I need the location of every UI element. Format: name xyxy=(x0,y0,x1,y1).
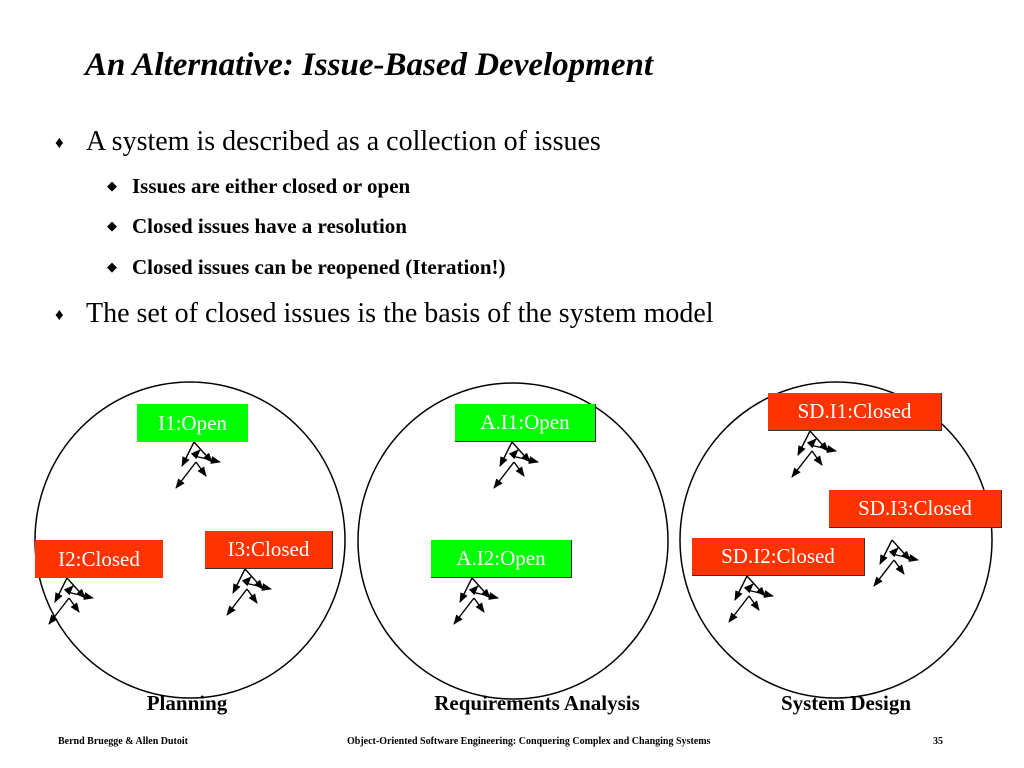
system-design-circle xyxy=(679,381,993,699)
issue-label: SD.I3:Closed xyxy=(858,496,972,520)
bullet-system-model-basis: ♦ The set of closed issues is the basis … xyxy=(55,298,714,330)
issue-box-sd-i3-closed: SD.I3:Closed xyxy=(829,490,1002,528)
diamond-bullet-icon: ◆ xyxy=(107,259,117,274)
arrow xyxy=(879,539,893,565)
arrow xyxy=(746,589,774,598)
issue-label: I2:Closed xyxy=(58,546,140,571)
arrow xyxy=(195,461,207,477)
arrow xyxy=(48,597,70,625)
arrow xyxy=(893,559,905,575)
bullet-text: The set of closed issues is the basis of… xyxy=(86,298,714,329)
arrow xyxy=(891,553,919,562)
arrow xyxy=(68,597,80,613)
caption-planning: Planning xyxy=(146,691,228,715)
diamond-bullet-icon: ♦ xyxy=(55,305,64,324)
footer-authors: Bernd Bruegge & Allen Dutoit xyxy=(58,736,188,747)
sub-bullet-resolution: ◆ Closed issues have a resolution xyxy=(107,214,407,239)
arrow xyxy=(244,568,264,590)
arrow xyxy=(471,577,491,599)
arrow xyxy=(499,441,513,467)
caption-system-design: System Design xyxy=(780,691,912,715)
arrow xyxy=(746,575,766,597)
arrow xyxy=(891,539,911,561)
issue-label: I3:Closed xyxy=(227,537,310,561)
arrow xyxy=(508,449,519,460)
issue-arrows xyxy=(48,430,919,625)
arrow xyxy=(459,577,473,603)
arrow xyxy=(873,559,895,587)
arrow xyxy=(193,455,221,464)
arrow xyxy=(181,441,195,467)
arrow xyxy=(797,430,811,456)
issue-label: A.I2:Open xyxy=(456,546,546,570)
arrow xyxy=(809,430,829,452)
bullet-text: Closed issues can be reopened (Iteration… xyxy=(132,255,506,279)
slide-title: An Alternative: Issue-Based Development xyxy=(85,47,653,83)
arrow xyxy=(888,547,899,558)
arrow xyxy=(493,461,515,489)
arrow xyxy=(66,577,86,599)
requirements-analysis-circle xyxy=(357,382,669,700)
arrow xyxy=(791,450,813,478)
arrow xyxy=(453,597,475,625)
arrow xyxy=(244,582,272,591)
issue-label: SD.I2:Closed xyxy=(721,544,835,568)
bullet-text: A system is described as a collection of… xyxy=(86,126,601,157)
arrow xyxy=(232,568,246,594)
arrow xyxy=(54,577,68,603)
issue-label: SD.I1:Closed xyxy=(797,399,912,423)
arrow xyxy=(468,585,479,596)
arrow xyxy=(473,597,485,613)
caption-requirements-analysis: Requirements Analysis xyxy=(434,691,640,715)
arrow xyxy=(511,441,531,463)
arrow xyxy=(743,583,754,594)
issue-label: A.I1:Open xyxy=(480,410,570,434)
issue-box-sd-i1-closed: SD.I1:Closed xyxy=(768,393,942,431)
arrow xyxy=(246,588,258,604)
footer-book-title: Object-Oriented Software Engineering: Co… xyxy=(347,736,711,747)
bullet-text: Issues are either closed or open xyxy=(132,174,411,198)
issue-box-sd-i2-closed: SD.I2:Closed xyxy=(692,538,865,576)
arrow xyxy=(728,595,750,623)
sub-bullet-reopened: ◆ Closed issues can be reopened (Iterati… xyxy=(107,255,506,280)
arrow xyxy=(734,575,748,601)
sub-bullet-closed-or-open: ◆ Issues are either closed or open xyxy=(107,174,410,199)
issue-box-a-i1-open: A.I1:Open xyxy=(455,404,596,442)
arrow xyxy=(511,455,539,464)
arrow xyxy=(748,595,760,611)
issue-box-i1-open: I1:Open xyxy=(137,404,248,442)
footer-page-number: 35 xyxy=(933,736,943,747)
issue-box-i3-closed: I3:Closed xyxy=(205,531,333,569)
diamond-bullet-icon: ◆ xyxy=(107,178,117,193)
arrow xyxy=(513,461,525,477)
arrow xyxy=(63,585,74,596)
bullet-issues-collection: ♦ A system is described as a collection … xyxy=(55,126,601,158)
diamond-bullet-icon: ♦ xyxy=(55,133,64,152)
arrow xyxy=(66,591,94,600)
bullet-text: Closed issues have a resolution xyxy=(132,214,407,238)
arrow xyxy=(471,591,499,600)
diamond-bullet-icon: ◆ xyxy=(107,218,117,233)
issue-box-i2-closed: I2:Closed xyxy=(35,540,163,578)
arrow xyxy=(241,576,252,587)
arrow xyxy=(811,450,823,466)
arrow xyxy=(190,449,201,460)
arrow xyxy=(806,438,817,449)
arrow xyxy=(193,441,213,463)
arrow xyxy=(175,461,197,489)
issue-label: I1:Open xyxy=(158,410,227,435)
arrow xyxy=(226,588,248,616)
arrow xyxy=(809,444,837,453)
issue-box-a-i2-open: A.I2:Open xyxy=(431,540,572,578)
